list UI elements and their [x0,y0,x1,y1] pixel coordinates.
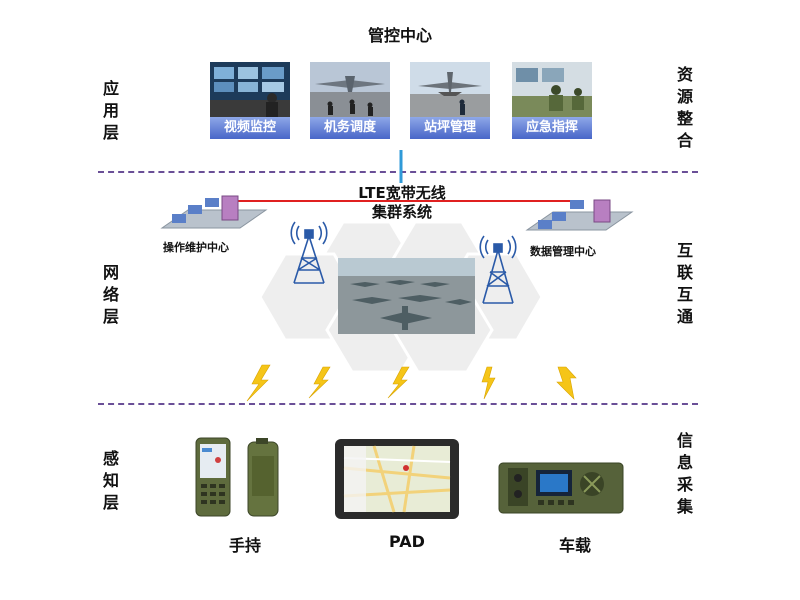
lightning-icon [246,364,271,402]
application-layer-label: 应用层 [102,79,119,142]
vehicle-radio-icon [498,462,624,514]
lightning-icon [308,366,331,399]
tablet-icon [335,439,459,519]
vehicle-label: 车载 [558,536,591,555]
app-tile-emergency[interactable]: 应急指挥 [512,62,592,139]
separator-top [98,171,698,173]
lightning-icon [556,366,577,400]
handheld-label: 手持 [228,536,261,555]
ops-center-label: 操作维护中心 [163,241,229,254]
emergency-command-photo [512,62,592,117]
interconnect-label: 互联互通 [676,241,693,326]
page-title: 管控中心 [367,26,432,45]
apron-management-photo [410,62,490,117]
signal-tower-icon [479,235,517,304]
app-tile-apron[interactable]: 站坪管理 [410,62,490,139]
lightning-icon [387,366,410,399]
network-layer-label: 网络层 [102,263,119,326]
app-label: 站坪管理 [410,117,490,139]
app-label: 应急指挥 [512,117,592,139]
data-center-icon [525,199,634,231]
lightning-icon [481,366,496,400]
info-collect-label: 信息采集 [676,431,693,516]
signal-tower-icon [290,221,328,284]
resource-integration-label: 资源整合 [676,65,693,150]
airfield-photo [338,258,475,334]
lte-title-line2: 集群系统 [371,203,432,221]
perception-layer-label: 感知层 [102,449,119,512]
video-surveillance-photo [210,62,290,117]
ops-center-icon [160,195,268,229]
pad-label: PAD [389,532,425,551]
separator-bottom [98,403,698,405]
maintenance-dispatch-photo [310,62,390,117]
app-tile-video[interactable]: 视频监控 [210,62,290,139]
lte-title-line1: LTE宽带无线 [358,184,446,202]
app-label: 机务调度 [310,117,390,139]
data-center-label: 数据管理中心 [530,245,596,258]
handheld-terminal-icon [195,437,279,517]
app-label: 视频监控 [210,117,290,139]
app-tile-dispatch[interactable]: 机务调度 [310,62,390,139]
